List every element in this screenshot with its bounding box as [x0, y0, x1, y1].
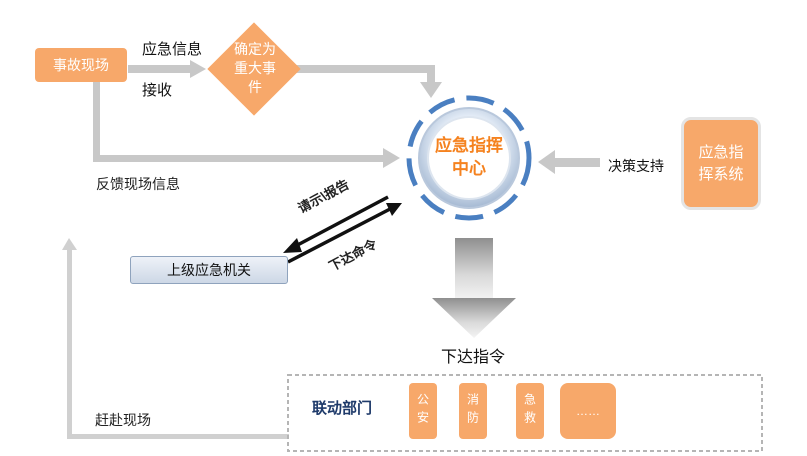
dept-fire-label: 消防 [465, 393, 480, 429]
dept-police-node: 公安 [409, 383, 437, 439]
incident-site-label: 事故现场 [53, 57, 109, 73]
linked-departments-title: 联动部门 [312, 400, 373, 417]
support-system-node: 应急指挥系统 [681, 117, 761, 210]
decision-node: 确定为重大事件 [207, 22, 301, 116]
arrow-decision-to-center [290, 65, 442, 98]
arrow-issue-command [287, 203, 402, 264]
support-system-label: 应急指挥系统 [698, 143, 744, 183]
superior-agency-label: 上级应急机关 [167, 262, 251, 278]
dept-rescue-node: 急救 [516, 383, 544, 439]
superior-agency-node: 上级应急机关 [130, 256, 288, 284]
receive-label: 接收 [142, 82, 173, 99]
incident-site-node: 事故现场 [35, 48, 127, 82]
arrow-issue-instruction [432, 238, 516, 338]
feedback-label: 反馈现场信息 [96, 176, 180, 192]
linked-departments-frame [287, 374, 763, 452]
arrow-rush-to-site [62, 238, 289, 439]
dept-more-node: …… [560, 383, 616, 439]
command-center-label: 应急指挥中心 [435, 136, 503, 178]
arrow-feedback-to-center [93, 82, 400, 168]
decision-label: 确定为重大事件 [234, 41, 276, 95]
emergency-info-label: 应急信息 [142, 41, 203, 58]
arrow-support-to-center [538, 150, 600, 174]
dept-rescue-label: 急救 [522, 393, 537, 429]
arrow-request-report [283, 195, 389, 253]
decision-support-label: 决策支持 [608, 158, 664, 174]
arrow-incident-to-decision [128, 60, 206, 78]
center-ring [406, 95, 532, 221]
issue-instruction-label: 下达指令 [441, 349, 506, 366]
rush-to-site-label: 赶赴现场 [95, 412, 151, 428]
dept-fire-node: 消防 [459, 383, 487, 439]
dept-more-label: …… [576, 404, 600, 418]
dept-police-label: 公安 [415, 393, 430, 429]
command-center-node: 应急指挥中心 [432, 134, 506, 180]
